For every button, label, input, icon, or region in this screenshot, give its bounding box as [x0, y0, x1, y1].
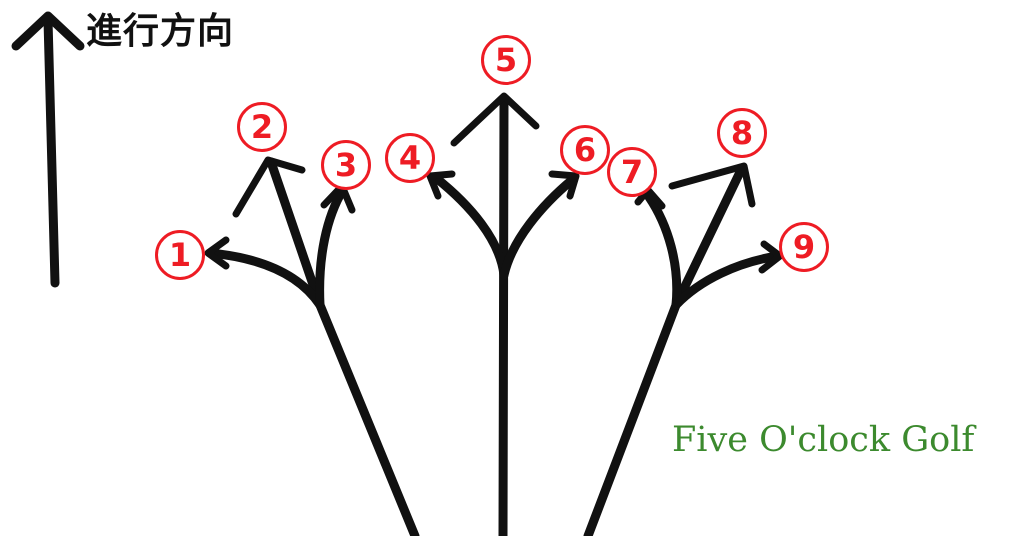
- flight-badge-9: 9: [779, 222, 829, 272]
- right-branch-7: [644, 192, 682, 310]
- flight-badge-5: 5: [481, 35, 531, 85]
- arrowhead-5: [450, 92, 540, 147]
- brand-watermark: Five O'clock Golf: [672, 420, 975, 460]
- center-branch-4: [431, 173, 509, 280]
- flight-badge-2: 2: [237, 102, 287, 152]
- flight-badge-4: 4: [385, 133, 435, 183]
- arrowhead-2: [232, 156, 306, 218]
- left-main-stroke: [266, 157, 420, 536]
- left-branch-1: [205, 248, 325, 310]
- flight-badge-1: 1: [155, 230, 205, 280]
- arrowhead-8: [668, 162, 756, 208]
- center-branch-6: [499, 175, 577, 280]
- flight-badge-7: 7: [607, 147, 657, 197]
- direction-arrow-head: [11, 11, 85, 51]
- left-branch-3: [315, 190, 345, 310]
- flight-badge-6: 6: [560, 125, 610, 175]
- right-branch-9: [671, 251, 783, 310]
- direction-arrow-shaft: [43, 15, 60, 288]
- center-main-stroke: [498, 95, 509, 536]
- flight-badge-8: 8: [717, 108, 767, 158]
- arrowhead-1: [204, 236, 230, 270]
- direction-label: 進行方向: [86, 11, 235, 52]
- arrowhead-4: [426, 170, 456, 200]
- flight-badge-3: 3: [321, 140, 371, 190]
- arrowhead-6: [548, 170, 580, 200]
